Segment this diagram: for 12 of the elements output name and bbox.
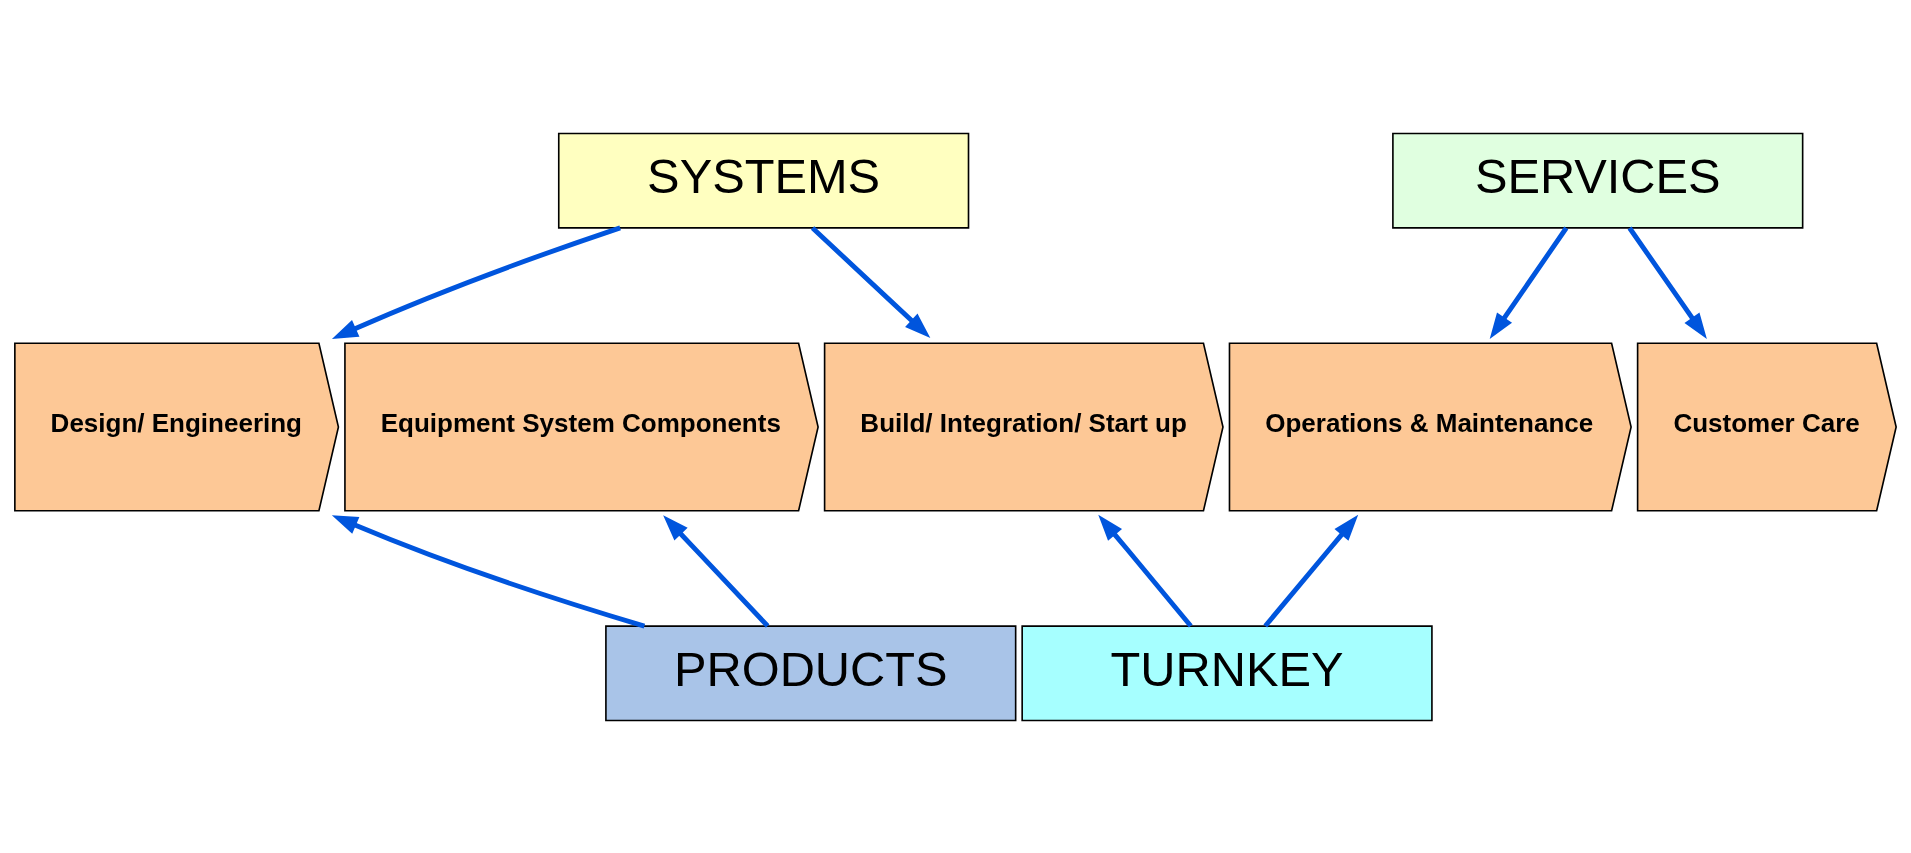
arrow (331, 225, 621, 339)
arrow (663, 514, 770, 628)
node-box: TURNKEY (1021, 624, 1433, 721)
arrow (331, 514, 646, 628)
arrow (1489, 226, 1569, 339)
node-box: PRODUCTS (605, 624, 1017, 721)
node-box: SERVICES (1392, 132, 1804, 229)
arrow (1098, 514, 1193, 628)
arrow (1263, 514, 1359, 628)
arrow (1627, 226, 1707, 339)
arrow (810, 225, 931, 338)
node-box: SYSTEMS (557, 132, 970, 229)
